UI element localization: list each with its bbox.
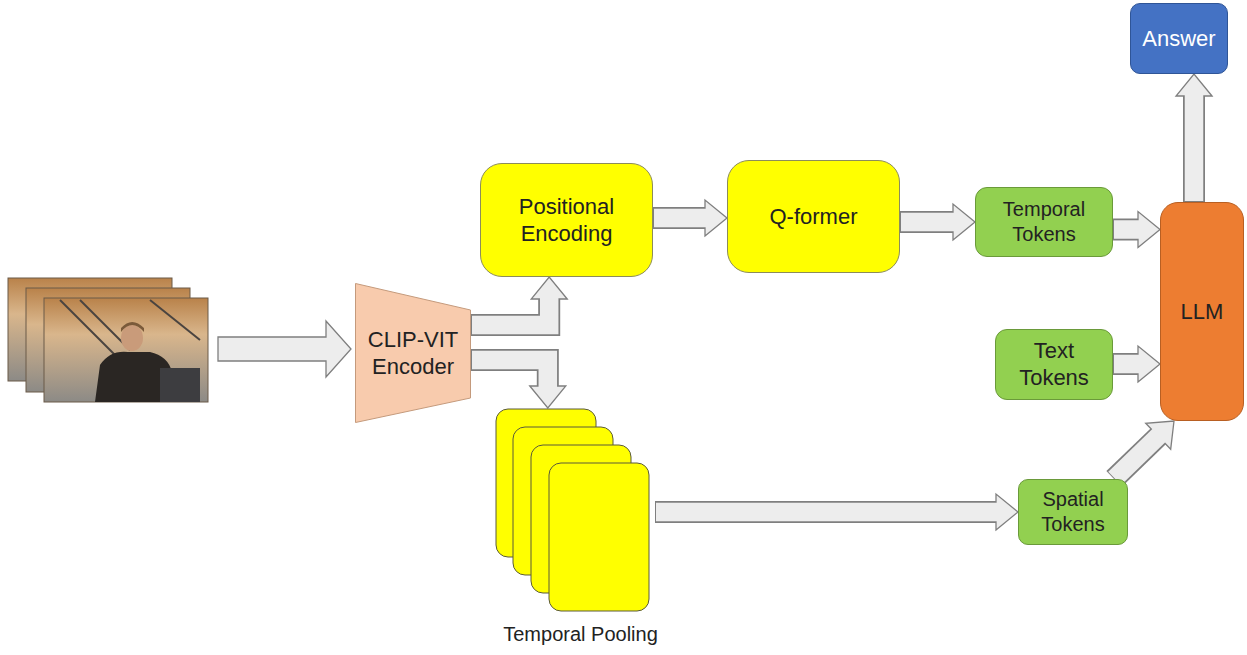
token-box: Text Tokens (995, 329, 1113, 400)
text-holder: CLIP-VIT Encoder (359, 326, 467, 381)
token-box: Spatial Tokens (1018, 479, 1128, 545)
process-box: Positional Encoding (480, 163, 653, 277)
encoder-block: CLIP-VIT Encoder (355, 283, 471, 423)
arrow-fill (1185, 94, 1204, 201)
arrow-fill (901, 213, 955, 232)
arrow-head (705, 200, 727, 236)
block-arrow (900, 204, 975, 240)
arrow-head (996, 494, 1018, 530)
answer-box: Answer (1130, 3, 1228, 74)
node-label: LLM (1169, 298, 1235, 326)
block-arrow (471, 277, 567, 325)
block-arrow (655, 494, 1018, 530)
arrow-fill (472, 297, 549, 325)
pooling-frames (495, 408, 655, 614)
text-holder: Temporal Tokens (984, 197, 1104, 247)
text-holder: LLM (1169, 298, 1235, 326)
arrow-head (1176, 74, 1212, 96)
node-label: Answer (1139, 25, 1219, 53)
arrow-head (530, 386, 566, 408)
block-arrow (471, 360, 566, 408)
node-label: Q-former (736, 203, 891, 231)
block-arrow (1113, 212, 1160, 248)
arrow-fill (656, 503, 998, 522)
process-box: Q-former (727, 160, 900, 273)
arrow-head (953, 204, 975, 240)
text-holder: Q-former (736, 203, 891, 231)
block-arrow (1114, 421, 1174, 479)
pooled-frame (549, 463, 649, 611)
text-holder: Spatial Tokens (1027, 487, 1119, 537)
node-label: Temporal Pooling (478, 622, 683, 647)
input-arrow (218, 321, 351, 377)
arrow-head (1138, 346, 1160, 382)
block-arrow (1113, 346, 1160, 382)
node-label: Spatial Tokens (1027, 487, 1119, 537)
node-label: Temporal Tokens (984, 197, 1104, 247)
trapezoid-outline (355, 283, 471, 423)
arrow-head (1138, 212, 1160, 248)
arrow-fill (654, 209, 707, 228)
text-holder: Text Tokens (1004, 337, 1104, 392)
arrow-fill (1114, 220, 1140, 239)
node-label: Positional Encoding (489, 193, 644, 248)
llm-box: LLM (1160, 202, 1244, 421)
arrow-fill (1115, 435, 1160, 478)
trapezoid-shape (356, 284, 471, 423)
text-holder: Temporal Pooling (478, 622, 683, 647)
pooling-stack: Temporal Pooling (478, 408, 683, 648)
arrow-head (531, 277, 567, 299)
node-label: CLIP-VIT Encoder (359, 326, 467, 381)
node-label: Text Tokens (1004, 337, 1104, 392)
block-arrow (1176, 74, 1212, 202)
arrow-fill (472, 360, 548, 388)
token-box: Temporal Tokens (975, 187, 1113, 257)
block-arrow (653, 200, 727, 236)
arrow-fill (1114, 355, 1140, 374)
text-holder: Answer (1139, 25, 1219, 53)
text-holder: Positional Encoding (489, 193, 644, 248)
video-frames (8, 278, 208, 402)
